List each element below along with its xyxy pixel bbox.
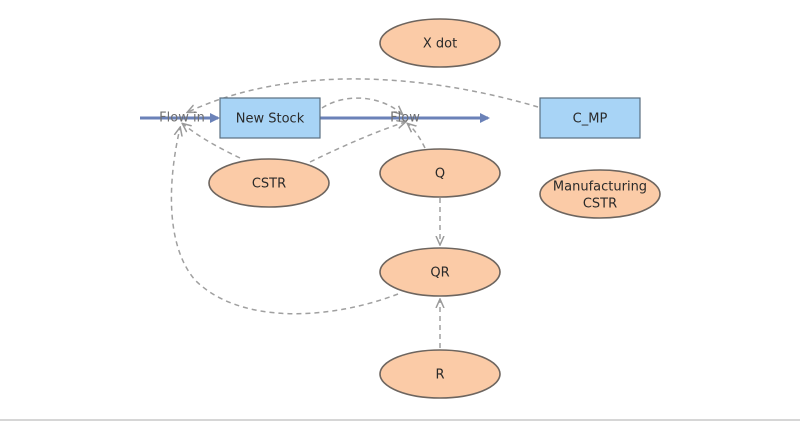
stock-new-stock-label: New Stock — [236, 112, 305, 127]
variable-manufacturing-cstr[interactable]: Manufacturing CSTR — [539, 169, 661, 219]
variable-r[interactable]: R — [379, 349, 501, 399]
variable-manufacturing-cstr-label-line2: CSTR — [583, 197, 617, 212]
flow-label[interactable]: Flow — [390, 111, 420, 126]
connector-new-stock-to-flow[interactable] — [321, 97, 402, 114]
variable-cstr-label: CSTR — [252, 177, 286, 192]
stock-new-stock[interactable]: New Stock — [219, 97, 321, 139]
bottom-divider — [0, 419, 800, 421]
connector-cmp-to-flow-in[interactable] — [188, 78, 539, 112]
variable-x-dot[interactable]: X dot — [379, 18, 501, 68]
variable-q-label: Q — [435, 167, 445, 182]
variable-x-dot-label: X dot — [423, 37, 457, 52]
connector-cstr-to-flow-in[interactable] — [183, 124, 241, 159]
stock-c-mp-label: C_MP — [573, 112, 608, 127]
variable-cstr[interactable]: CSTR — [208, 158, 330, 208]
connector-cstr-to-flow[interactable] — [309, 122, 405, 163]
variable-qr-label: QR — [430, 266, 449, 281]
variable-r-label: R — [435, 368, 444, 383]
connector-qr-to-flow-in[interactable] — [170, 128, 399, 315]
variable-manufacturing-cstr-label-line1: Manufacturing — [553, 180, 647, 195]
flow-in-label[interactable]: Flow in — [159, 111, 205, 126]
connector-q-to-flow[interactable] — [408, 124, 426, 149]
stock-c-mp[interactable]: C_MP — [539, 97, 641, 139]
variable-q[interactable]: Q — [379, 148, 501, 198]
variable-qr[interactable]: QR — [379, 247, 501, 297]
